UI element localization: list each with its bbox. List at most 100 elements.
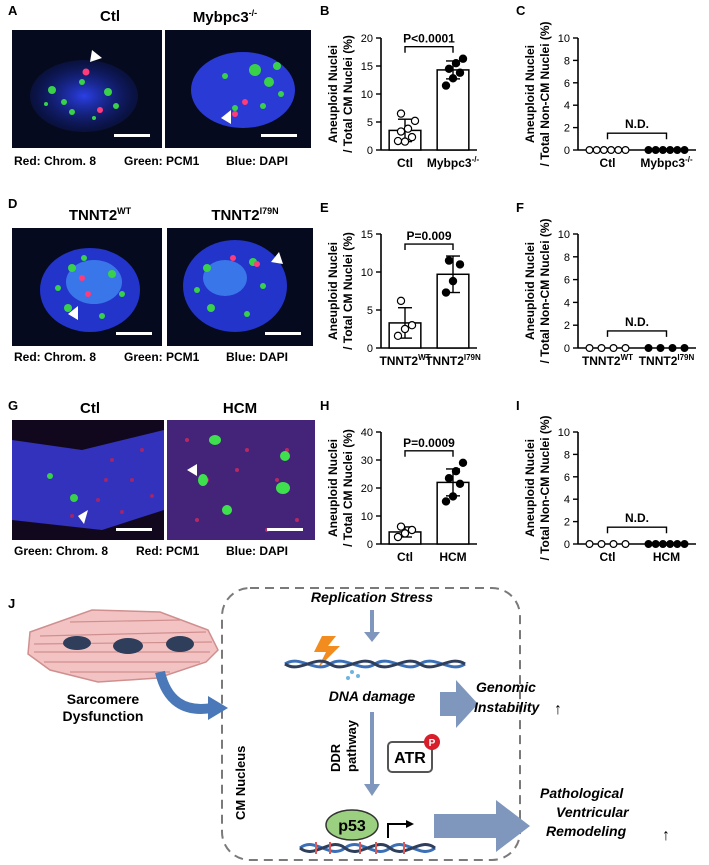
y-tick-label: 6 [564, 78, 570, 90]
data-point [644, 145, 653, 154]
data-point [444, 64, 454, 74]
chart-i: Aneuploid Nuclei/ Total Non-CM Nuclei (%… [523, 416, 696, 564]
y-tick-label: 40 [361, 427, 373, 439]
panel-label-f: F [516, 200, 524, 215]
x-tick-label: Mybpc3-/- [640, 155, 693, 170]
data-point [441, 497, 451, 506]
chart-h: Aneuploid Nuclei/ Total CM Nuclei (%)010… [326, 427, 477, 564]
y-axis-label: / Total CM Nuclei (%) [341, 429, 355, 547]
y-tick-label: 2 [564, 517, 570, 529]
nd-label: N.D. [625, 511, 649, 525]
data-point [668, 343, 677, 352]
dna-damage-label: DNA damage [329, 688, 416, 704]
data-point [680, 145, 689, 154]
data-point [597, 343, 606, 352]
y-axis-label: / Total CM Nuclei (%) [341, 35, 355, 153]
data-point [444, 474, 454, 483]
data-point [651, 539, 660, 548]
y-tick-label: 15 [361, 61, 373, 73]
x-tick-label: Ctl [397, 550, 413, 564]
cm-nucleus-outline [221, 587, 521, 861]
y-tick-label: 6 [564, 472, 570, 484]
x-tick-label: Mybpc3-/- [427, 155, 480, 170]
y-tick-label: 15 [361, 229, 373, 241]
data-point [444, 256, 454, 265]
sarcomere-line1: Sarcomere [67, 691, 140, 707]
y-tick-label: 0 [564, 145, 570, 157]
y-tick-label: 0 [367, 145, 373, 157]
nucleus-image [30, 50, 150, 137]
data-point [609, 539, 618, 548]
y-axis-label: / Total Non-CM Nuclei (%) [538, 416, 552, 561]
y-axis-label: Aneuploid Nuclei [523, 45, 537, 143]
caption-blue: Blue: DAPI [226, 350, 289, 364]
panel-label-a: A [8, 3, 18, 18]
y-tick-label: 8 [564, 252, 570, 264]
micrograph-title-mybpc3: Mybpc3-/- [192, 8, 258, 26]
data-point [658, 539, 667, 548]
nd-label: N.D. [625, 315, 649, 329]
data-point [393, 331, 403, 341]
y-axis-label: Aneuploid Nuclei [326, 242, 340, 340]
data-point [458, 54, 468, 63]
data-point [680, 539, 689, 548]
y-axis-label: / Total CM Nuclei (%) [341, 232, 355, 350]
y-tick-label: 5 [367, 305, 373, 317]
dna-helix-icon [299, 843, 436, 853]
x-tick-label: HCM [439, 550, 466, 564]
y-tick-label: 20 [361, 33, 373, 45]
y-tick-label: 6 [564, 275, 570, 287]
panel-label-d: D [8, 196, 18, 211]
data-point [393, 532, 403, 542]
dna-helix-icon [284, 659, 466, 669]
replication-stress-label: Replication Stress [311, 589, 433, 605]
caption-red: Red: Chrom. 8 [14, 154, 97, 168]
caption-green: Green: PCM1 [124, 154, 200, 168]
data-point [666, 539, 675, 548]
phospho-label: P [429, 738, 436, 749]
cardiomyocyte-illustration [27, 609, 219, 683]
data-point [656, 343, 665, 352]
data-point [448, 492, 458, 501]
phospho-icon [424, 734, 440, 750]
micrograph-title-hcm: HCM [222, 400, 258, 417]
data-point [396, 127, 406, 136]
panel-label-j: J [8, 596, 16, 611]
y-tick-label: 4 [564, 100, 570, 112]
y-axis-label: Aneuploid Nuclei [523, 439, 537, 537]
panel-label-e: E [320, 200, 329, 215]
y-tick-label: 4 [564, 494, 570, 506]
y-axis-label: Aneuploid Nuclei [326, 45, 340, 143]
significance-bracket [606, 526, 668, 534]
significance-bracket [606, 132, 668, 140]
nd-label: N.D. [625, 117, 649, 131]
significance-bracket [404, 243, 454, 251]
y-tick-label: 10 [558, 427, 570, 439]
data-point [607, 145, 616, 154]
nucleus-image [12, 430, 164, 531]
micrograph-title-tnnt2-i79n: TNNT2I79N [211, 206, 279, 224]
data-point [666, 145, 675, 154]
micrograph-ctl [12, 420, 164, 540]
panel-label-g: G [8, 398, 19, 413]
sarcomere-line2: Dysfunction [63, 708, 144, 724]
y-tick-label: 10 [361, 89, 373, 101]
micrograph-ctl [12, 30, 162, 148]
curved-arrow [155, 670, 213, 714]
y-axis-label: / Total Non-CM Nuclei (%) [538, 218, 552, 363]
data-point [614, 145, 623, 154]
data-point [396, 109, 406, 118]
x-tick-label: HCM [653, 550, 680, 564]
data-point [448, 74, 458, 83]
bar [436, 69, 470, 151]
y-tick-label: 30 [361, 455, 373, 467]
caption-blue: Blue: DAPI [226, 154, 289, 168]
patho-line3: Remodeling [546, 823, 627, 839]
data-point [410, 116, 420, 126]
significance-bracket [404, 450, 454, 457]
y-tick-label: 2 [564, 320, 570, 332]
data-point [441, 81, 451, 90]
atr-box [387, 741, 433, 773]
y-tick-label: 10 [361, 511, 373, 523]
x-tick-label: Ctl [397, 156, 413, 170]
